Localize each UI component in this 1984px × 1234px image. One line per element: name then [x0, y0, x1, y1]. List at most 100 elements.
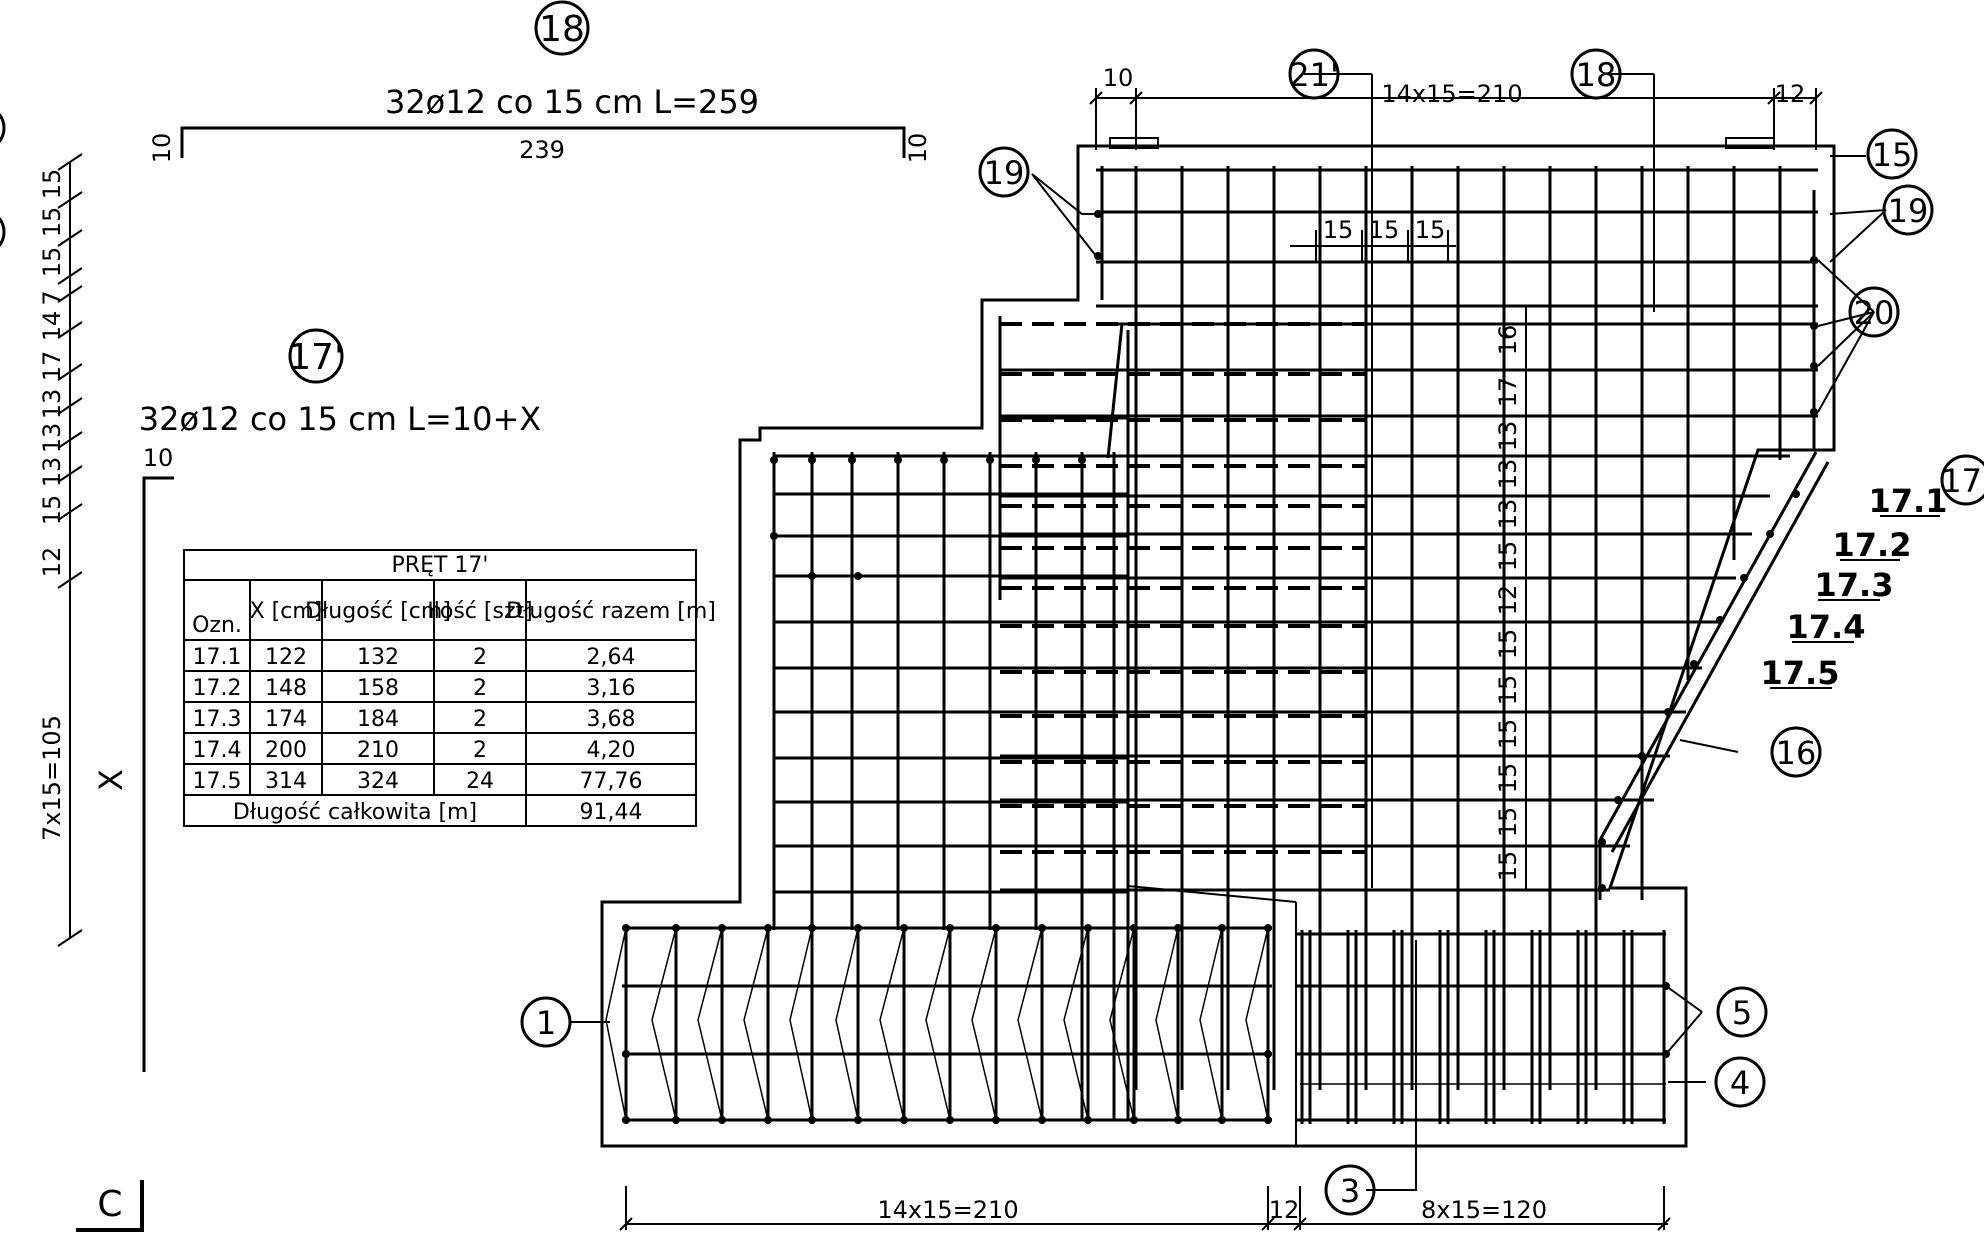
plan-top-dim-right: 12: [1775, 80, 1806, 108]
table-cell: 3,16: [587, 676, 636, 701]
callout-3: 3: [1340, 1172, 1360, 1210]
left-dim-total: 7x15=105: [38, 715, 66, 841]
table-cell: 122: [265, 645, 307, 670]
table-title: PRĘT 17': [392, 553, 489, 578]
plan-vert-dim: 15: [1494, 629, 1522, 660]
plan-inner-dim-0: 15: [1323, 216, 1354, 244]
left-dim-3: 7: [38, 290, 66, 305]
table-cell: 17.4: [193, 738, 242, 763]
plan-vert-dim: 15: [1494, 807, 1522, 838]
bar-17p-x-label: X: [92, 769, 130, 791]
callout-19-right: 19: [1888, 192, 1929, 230]
plan-inner-dim-2: 15: [1415, 216, 1446, 244]
plan-bottom-dims: [619, 1186, 1671, 1231]
left-column-bars: [772, 316, 1130, 1120]
left-dim-5: 17: [38, 351, 66, 382]
bar-17p-hook: 10: [143, 444, 174, 472]
left-dim-9: 15: [38, 495, 66, 526]
plan-top-dim-mid: 14x15=210: [1381, 80, 1522, 108]
table-cell: 132: [357, 645, 399, 670]
table-cell: 184: [357, 707, 399, 732]
plan-drawing: 10 14x15=210 12 15 15 15 16 17 13 13 13: [520, 48, 1984, 1231]
table-header-ilosc: Ilość [szt]: [427, 599, 532, 624]
plan-bottom-dim-right: 8x15=120: [1421, 1196, 1547, 1224]
table-cell: 210: [357, 738, 399, 763]
table-cell: 148: [265, 676, 307, 701]
table-cell: 17.2: [193, 676, 242, 701]
plan-vert-dim: 13: [1494, 499, 1522, 530]
callout-18: 18: [1576, 56, 1617, 94]
table-cell: 174: [265, 707, 307, 732]
sub-label-17-2: 17.2: [1833, 526, 1912, 564]
plan-vert-dim: 16: [1494, 325, 1522, 356]
table-cell: 77,76: [580, 769, 643, 794]
plan-bottom-dim-left: 14x15=210: [877, 1196, 1018, 1224]
bar-17p-mark: 17': [288, 337, 344, 378]
table-cell: 24: [466, 769, 494, 794]
plan-vert-dim: 15: [1494, 851, 1522, 882]
table-cell: 2: [473, 645, 487, 670]
bar-17p-detail: 17' 32ø12 co 15 cm L=10+X 10 X: [92, 328, 541, 1072]
callout-21p: 21': [1289, 56, 1339, 94]
bar-18-mark-circle: [534, 0, 590, 56]
footing-stirrups: [605, 927, 1269, 1121]
table-cell: 158: [357, 676, 399, 701]
bar-18-detail: 18 32ø12 co 15 cm L=259 239 10 10: [148, 0, 932, 164]
left-dim-8: 13: [38, 457, 66, 488]
table-cell: 2,64: [587, 645, 636, 670]
table-cell: 2: [473, 676, 487, 701]
table-total-label: Długość całkowita [m]: [233, 800, 477, 825]
plan-top-dim-left: 10: [1103, 64, 1134, 92]
table-cell: 17.5: [193, 769, 242, 794]
dashed-bars: [1000, 322, 1366, 854]
bar-18-shape: [180, 126, 906, 158]
plan-vert-dim: 13: [1494, 459, 1522, 490]
plan-vert-dim-chain: 16 17 13 13 13 15 12 15 15 15 15 15 15: [1494, 306, 1527, 890]
bar-18-hook-left: 10: [148, 133, 176, 164]
plan-vert-dim: 15: [1494, 541, 1522, 572]
concrete-outline: [600, 144, 1836, 1148]
bar-17p-spec: 32ø12 co 15 cm L=10+X: [139, 400, 541, 438]
footing-right-bars: [1296, 930, 1666, 1124]
callout-1: 1: [536, 1004, 556, 1042]
callouts: 21' 18 19 15 19 20 17' 16 5 4 3 1: [520, 48, 1984, 1216]
callout-20: 20: [1854, 294, 1895, 332]
bar-18-length: 239: [519, 136, 565, 164]
bar-18-spec: 32ø12 co 15 cm L=259: [385, 83, 759, 121]
bar-17p-shape: [142, 476, 174, 1072]
section-label: C: [97, 1184, 122, 1225]
table-cell: 17.3: [193, 707, 242, 732]
plan-vert-dim: 17: [1494, 377, 1522, 408]
left-dim-6: 13: [38, 389, 66, 420]
plan-vert-dim: 12: [1494, 585, 1522, 616]
left-dim-0: 15: [38, 169, 66, 200]
callout-5: 5: [1732, 994, 1752, 1032]
table-cell: 324: [357, 769, 399, 794]
plan-vert-dim: 15: [1494, 763, 1522, 794]
edge-callout-partials: [0, 112, 6, 248]
callout-17p: 17': [1941, 462, 1984, 500]
table-cell: 314: [265, 769, 307, 794]
sub-labels: 17.1 17.2 17.3 17.4 17.5: [1761, 482, 1948, 692]
callout-15: 15: [1872, 136, 1913, 174]
table-header-razem: Długość razem [m]: [506, 599, 716, 624]
sub-label-17-1: 17.1: [1869, 482, 1948, 520]
left-dim-4: 14: [38, 311, 66, 342]
sub-label-17-5: 17.5: [1761, 654, 1840, 692]
left-dim-10: 12: [38, 547, 66, 578]
plan-inner-dim-1: 15: [1369, 216, 1400, 244]
sub-label-17-3: 17.3: [1815, 566, 1894, 604]
plan-vert-dim: 15: [1494, 719, 1522, 750]
bar-18-hook-right: 10: [904, 133, 932, 164]
bar-18-mark: 18: [539, 9, 585, 50]
table-header-x: X [cm]: [250, 599, 323, 624]
left-dim-chain: 15 15 15 7 14 17 13 13 13 15 12 7x15=105: [38, 153, 83, 947]
callout-16: 16: [1776, 734, 1817, 772]
table-total-value: 91,44: [580, 800, 643, 825]
callout-4: 4: [1730, 1064, 1750, 1102]
left-dim-1: 15: [38, 207, 66, 238]
section-mark-c: C: [76, 1180, 144, 1232]
footing-left-bars: [622, 926, 1272, 1124]
bar-17p-mark-circle: [288, 328, 344, 384]
